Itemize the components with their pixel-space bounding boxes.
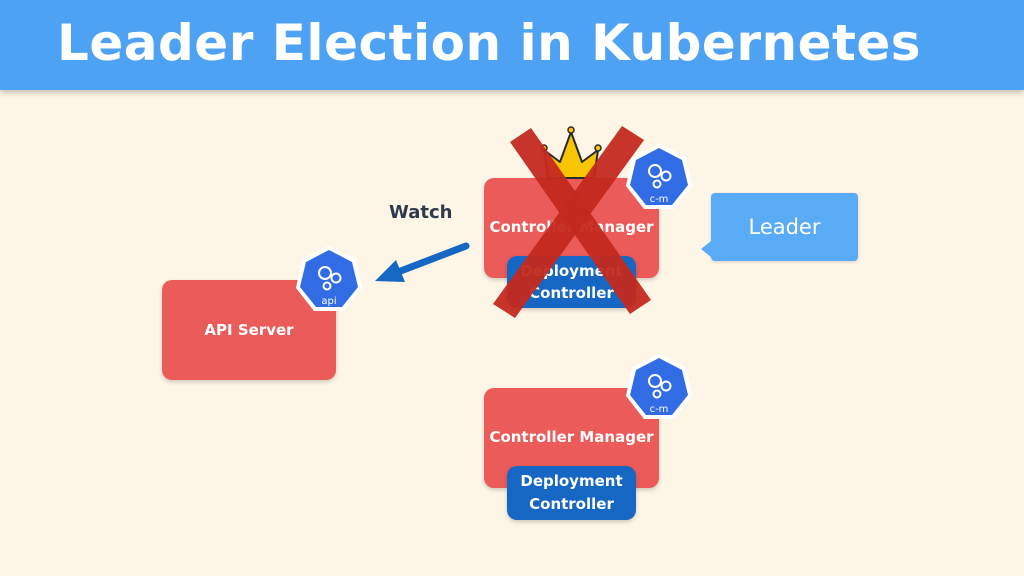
title-bar: Leader Election in Kubernetes [0, 0, 1024, 90]
watch-arrow-icon [375, 242, 470, 282]
slide-title: Leader Election in Kubernetes [57, 14, 922, 72]
api-server-label: API Server [204, 321, 294, 339]
failure-cross-icon [493, 126, 651, 318]
kubernetes-cm-icon: c-m [626, 144, 692, 209]
deployment-controller-standby-line2: Controller [529, 495, 614, 513]
leader-callout: Leader [701, 193, 858, 261]
cm-leader-badge-text: c-m [650, 194, 669, 205]
watch-label: Watch [389, 202, 453, 223]
api-badge-text: api [321, 296, 336, 307]
deployment-controller-leader-line2: Controller [529, 284, 614, 302]
controller-manager-standby-label: Controller Manager [489, 428, 654, 446]
deployment-controller-standby-line1: Deployment [520, 472, 623, 490]
leader-callout-label: Leader [748, 215, 821, 239]
kubernetes-api-icon: api [296, 246, 362, 311]
cm-standby-badge-text: c-m [650, 404, 669, 415]
kubernetes-cm-icon: c-m [626, 354, 692, 419]
deployment-controller-standby-box: Deployment Controller [507, 466, 636, 520]
